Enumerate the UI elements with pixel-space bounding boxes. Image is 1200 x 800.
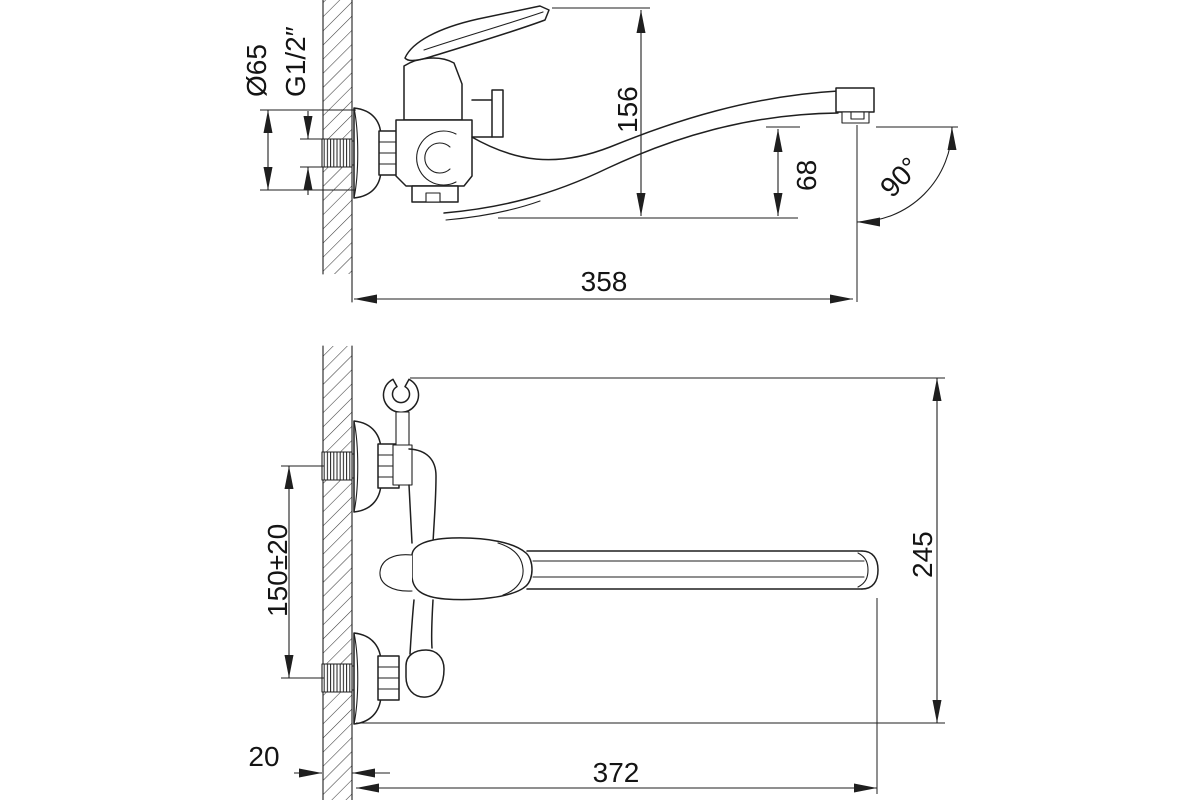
- spout-front: [526, 550, 879, 590]
- dim-supply-centers-label: 150±20: [262, 524, 293, 617]
- dim-wall-thickness-label: 20: [248, 741, 279, 772]
- dim-spout-height-label: 68: [791, 160, 822, 191]
- aerator: [835, 87, 875, 124]
- dimensions-side: Ø65 G1/2″ 156 68 90° 358: [241, 7, 958, 304]
- dim-spout-reach-side-label: 358: [581, 266, 628, 297]
- dim-spout-reach-front-label: 372: [593, 757, 640, 788]
- faucet-body-side: [395, 57, 504, 203]
- supply-pipes-front: [321, 451, 379, 693]
- handle-front: [379, 537, 533, 601]
- hook-bracket: [392, 411, 413, 486]
- dim-overall-height-side-label: 156: [612, 86, 643, 133]
- dimensions-front: 150±20 245 20 372: [248, 377, 945, 794]
- handle-side: [404, 5, 550, 62]
- side-view: Ø65 G1/2″ 156 68 90° 358: [241, 0, 958, 304]
- shower-hook: [382, 378, 420, 414]
- wall-escutcheon-front-top: [353, 420, 400, 513]
- dim-swivel-angle-label: 90°: [874, 151, 926, 203]
- front-view: 150±20 245 20 372: [248, 345, 945, 800]
- wall-escutcheon-front-bottom: [353, 632, 400, 725]
- faucet-body-front: [405, 448, 445, 698]
- wall-section-front: [322, 345, 353, 800]
- spout-side: [443, 90, 839, 221]
- dim-overall-height-front-label: 245: [907, 531, 938, 578]
- dim-thread-size-label: G1/2″: [280, 26, 311, 97]
- dim-escutcheon-diameter-label: Ø65: [241, 44, 272, 97]
